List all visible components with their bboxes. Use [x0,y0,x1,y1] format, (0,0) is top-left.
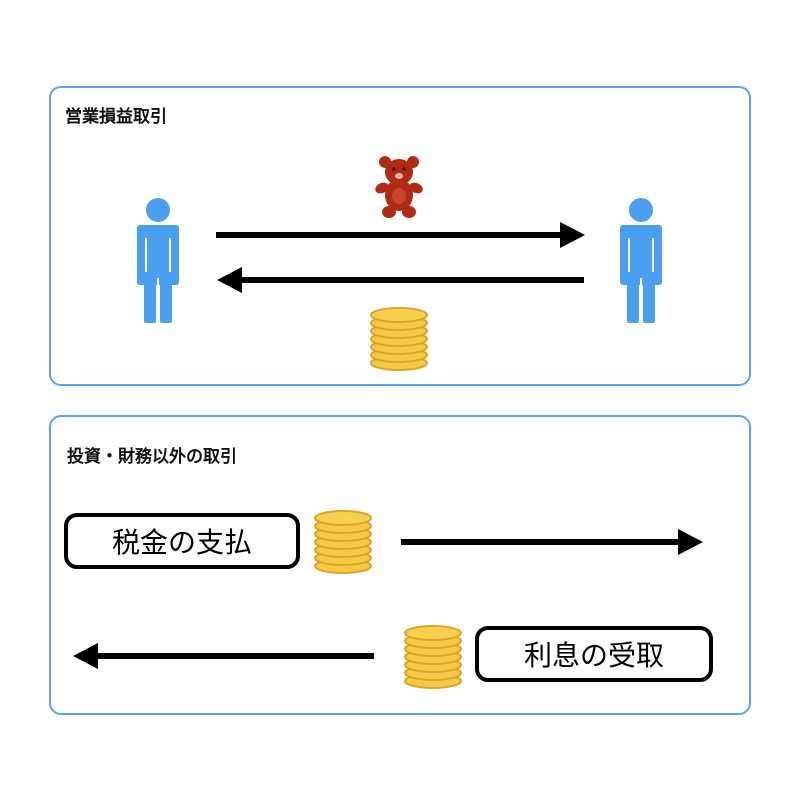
person-icon [619,197,663,324]
goods-flow-arrow [216,222,585,248]
other-panel-title: 投資・財務以外の取引 [67,447,237,467]
tax-outflow-arrow [401,529,703,555]
interest-receipt-label: 利息の受取 [475,626,713,682]
tax-payment-label: 税金の支払 [64,513,300,569]
coin-stack-icon [404,625,462,689]
payment-flow-arrow [217,267,584,293]
coin-stack-icon [370,307,428,371]
interest-inflow-arrow [73,643,374,669]
person-icon [136,197,180,324]
operating-panel-title: 営業損益取引 [65,107,167,127]
teddy-bear-icon [375,156,423,218]
coin-stack-icon [314,510,372,574]
